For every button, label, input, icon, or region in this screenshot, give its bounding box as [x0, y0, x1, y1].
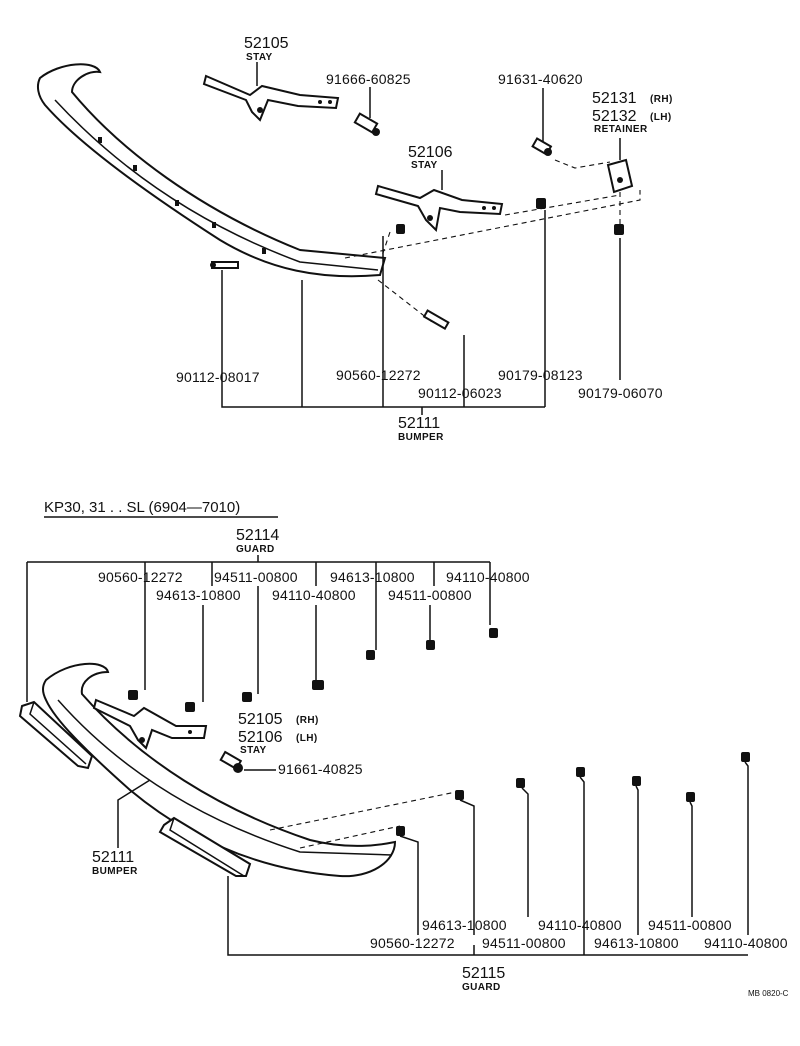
top-screw-90112-06023 [422, 309, 450, 330]
retainer-rh-tag: (RH) [650, 94, 673, 105]
guard-top-r2-2: 94511-00800 [388, 587, 472, 603]
bottom-bolt-91661 [219, 750, 243, 773]
guard-bottom-r2-1: 94511-00800 [482, 935, 566, 951]
top-screw-90112-08017 [210, 261, 239, 269]
variant-header: KP30, 31 . . SL (6904—7010) [44, 499, 240, 516]
top-bumper-number: 52111 [398, 415, 440, 432]
bottom-assembly: KP30, 31 . . SL (6904—7010) 52114 GUARD … [18, 499, 789, 998]
retainer-name: RETAINER [594, 124, 648, 135]
stay-52105-number: 52105 [244, 35, 289, 52]
guard-top-r2-1: 94110-40800 [272, 587, 356, 603]
stay-name: STAY [240, 745, 267, 756]
top-label-90179-06070: 90179-06070 [578, 385, 663, 401]
guard-52114-number: 52114 [236, 527, 279, 544]
top-label-90112-06023: 90112-06023 [418, 385, 502, 401]
reference-code: MB 0820-C [748, 989, 789, 998]
bolt-91631-label: 91631-40620 [498, 71, 583, 87]
guard-top-r1-2: 94613-10800 [330, 569, 415, 585]
retainer-rh-number: 52131 [592, 90, 637, 107]
guard-52114-name: GUARD [236, 544, 275, 555]
bottom-bumper-bar [42, 662, 397, 878]
stay-52105-shape [202, 74, 340, 122]
bottom-bumper-number: 52111 [92, 849, 134, 866]
top-bolt-91631 [531, 137, 553, 156]
retainer-lh-number: 52132 [592, 108, 637, 125]
guard-bottom-r2-3: 94110-40800 [704, 935, 788, 951]
top-assembly: 52105 STAY 91666-60825 91631-40620 52131… [36, 35, 673, 443]
guard-top-r1-0: 90560-12272 [98, 569, 183, 585]
top-nut-90560 [396, 224, 405, 234]
guard-top-r1-1: 94511-00800 [214, 569, 298, 585]
stay-52106-shape [374, 184, 504, 233]
guard-top-r1-3: 94110-40800 [446, 569, 530, 585]
top-bumper-bar [36, 63, 387, 278]
guard-52115-name: GUARD [462, 982, 501, 993]
top-label-90179-08123: 90179-08123 [498, 367, 583, 383]
bolt-91661-label: 91661-40825 [278, 761, 363, 777]
retainer-shape [606, 158, 634, 194]
guard-top-r2-0: 94613-10800 [156, 587, 241, 603]
stay-lh-number: 52106 [238, 729, 283, 746]
guard-bottom-r2-0: 90560-12272 [370, 935, 455, 951]
top-bumper-name: BUMPER [398, 432, 444, 443]
guard-bottom-r1-2: 94511-00800 [648, 917, 732, 933]
top-bolt-91666 [353, 112, 380, 136]
bolt-91666-label: 91666-60825 [326, 71, 411, 87]
stay-52105-name: STAY [246, 52, 273, 63]
bottom-stay-shape [92, 698, 208, 750]
guard-bottom-r2-2: 94613-10800 [594, 935, 679, 951]
bottom-bumper-name: BUMPER [92, 866, 138, 877]
guard-52115-number: 52115 [462, 965, 505, 982]
stay-52106-number: 52106 [408, 144, 453, 161]
top-label-90560-12272: 90560-12272 [336, 367, 421, 383]
top-nut-90179-08123 [536, 198, 546, 209]
retainer-lh-tag: (LH) [650, 112, 672, 123]
stay-lh-tag: (LH) [296, 733, 318, 744]
top-nut-90179-06070 [614, 224, 624, 235]
stay-52106-name: STAY [411, 160, 438, 171]
top-label-90112-08017: 90112-08017 [176, 369, 260, 385]
guard-bottom-r1-1: 94110-40800 [538, 917, 622, 933]
top-bumper-slots [98, 137, 266, 254]
stay-rh-number: 52105 [238, 711, 283, 728]
guard-bottom-r1-0: 94613-10800 [422, 917, 507, 933]
stay-rh-tag: (RH) [296, 715, 319, 726]
